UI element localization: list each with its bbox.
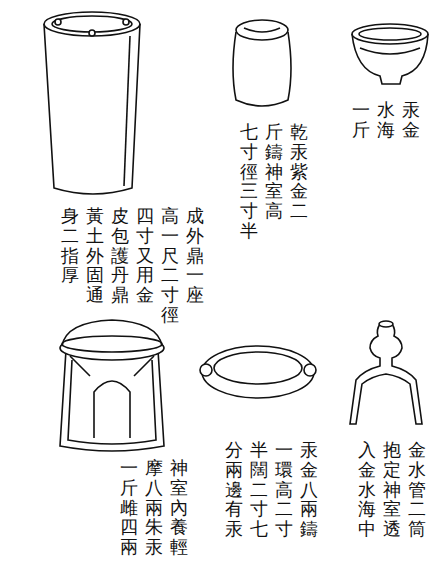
caption-column: 四寸又用金 bbox=[136, 206, 154, 305]
caption-column: 黃土外固通 bbox=[86, 206, 104, 305]
caption-column: 抱定神室透 bbox=[383, 440, 401, 539]
caption-column: 身二指厚 bbox=[61, 206, 79, 285]
caption-column: 摩八兩朱汞 bbox=[145, 458, 163, 557]
caption-column: 一斤雌四兩 bbox=[120, 458, 138, 557]
caption-column: 分兩邊有汞 bbox=[225, 440, 243, 539]
mercury-ring bbox=[200, 346, 316, 398]
lidded-chamber bbox=[60, 320, 164, 451]
caption-column: 斤鑄神室高 bbox=[265, 122, 283, 221]
caption-column: 汞金 bbox=[402, 100, 420, 140]
caption-column: 神室內養輕 bbox=[170, 458, 188, 557]
caption-column: 高一尺二寸徑 bbox=[161, 206, 179, 325]
caption-column: 半闊二寸七 bbox=[250, 440, 268, 539]
caption-column: 金水管二筒 bbox=[408, 440, 426, 539]
caption-column: 皮包護丹鼎 bbox=[111, 206, 129, 305]
caption-column: 一斤 bbox=[352, 100, 370, 140]
caption-column: 乾汞紫金二 bbox=[290, 122, 308, 221]
caption-column: 成外鼎一座 bbox=[186, 206, 204, 305]
caption-column: 入金水海中 bbox=[358, 440, 376, 539]
caption-column: 七寸徑三寸半 bbox=[240, 122, 258, 241]
outer-cauldron bbox=[44, 12, 140, 194]
caption-column: 汞金八兩鑄 bbox=[300, 440, 318, 539]
water-sea-bowl bbox=[352, 24, 428, 84]
golden-water-tube bbox=[350, 321, 422, 424]
caption-column: 水海 bbox=[377, 100, 395, 140]
spirit-chamber-jar bbox=[233, 20, 291, 106]
caption-column: 一環高二寸 bbox=[275, 440, 293, 539]
